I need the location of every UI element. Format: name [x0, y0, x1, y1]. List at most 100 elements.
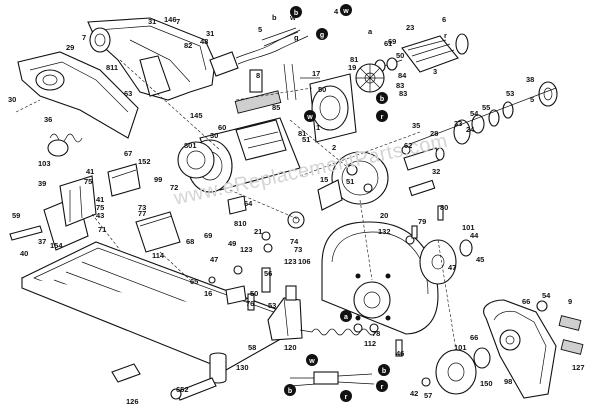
part-number-label: 74 — [290, 237, 299, 246]
part-number-label: 126 — [126, 397, 139, 406]
part-number-label: 120 — [284, 343, 297, 352]
part-number-label: w — [290, 13, 296, 22]
part-number-label: 54 — [470, 109, 479, 118]
svg-text:g: g — [320, 32, 324, 39]
part-number-label: 79 — [418, 217, 427, 226]
part-number-label: 76 — [246, 299, 255, 308]
part-number-label: 101 — [454, 343, 467, 352]
part-number-label: r — [444, 31, 447, 40]
part-number-label: 103 — [38, 159, 51, 168]
svg-text:w: w — [306, 114, 313, 121]
spring — [47, 133, 83, 157]
part-number-label: 810 — [234, 219, 247, 228]
wire-tag: b — [284, 384, 296, 396]
part-number-label: 49 — [228, 239, 237, 248]
part-number-label: 811 — [106, 63, 119, 72]
wire-tag: a — [340, 310, 352, 322]
part-number-label: 145 — [190, 111, 203, 120]
wire-tag: w — [306, 354, 318, 366]
part-number-label: 68 — [186, 237, 195, 246]
arm-housing — [87, 17, 216, 101]
wiring-harness — [289, 371, 375, 387]
part-number-label: 152 — [138, 157, 151, 166]
part-number-label: 5 — [258, 25, 263, 34]
part-number-label: 53 — [268, 301, 277, 310]
part-number-label: 33 — [454, 119, 463, 128]
part-number-label: 31 — [206, 29, 215, 38]
part-number-label: 73 — [138, 203, 147, 212]
part-number-label: 75 — [84, 177, 93, 186]
field-stator — [309, 73, 357, 143]
bracket — [107, 163, 141, 197]
spindle — [401, 145, 445, 197]
wire-tag: r — [376, 110, 388, 122]
part-number-label: 72 — [170, 183, 179, 192]
part-number-label: 24 — [466, 125, 475, 134]
part-number-label: 28 — [430, 129, 439, 138]
part-number-label: 46 — [396, 349, 405, 358]
part-number-label: 50 — [396, 51, 405, 60]
pivot-arm — [267, 285, 303, 341]
svg-text:r: r — [381, 114, 384, 121]
part-number-label: 98 — [504, 377, 513, 386]
foot-pad — [111, 363, 141, 383]
part-number-label: 106 — [298, 257, 311, 266]
part-number-label: 112 — [364, 339, 377, 348]
part-number-label: 101 — [462, 223, 475, 232]
part-number-label: 47 — [210, 255, 219, 264]
part-number-label: 150 — [480, 379, 493, 388]
part-number-label: 6 — [442, 15, 447, 24]
clamp-cylinder — [209, 352, 227, 384]
svg-text:b: b — [288, 388, 292, 395]
part-number-label: 41 — [86, 167, 95, 176]
wrench — [170, 377, 217, 401]
part-number-label: 154 — [50, 241, 63, 250]
part-number-label: 63 — [124, 89, 133, 98]
part-number-label: 51 — [302, 135, 311, 144]
part-number-label: 57 — [424, 391, 433, 400]
brush-parts — [234, 63, 320, 114]
part-number-label: 43 — [96, 211, 105, 220]
wire-tags: b w g b r w b r a w b r — [284, 4, 390, 402]
part-number-label: 85 — [272, 103, 281, 112]
part-number-label: 55 — [482, 103, 491, 112]
part-number-label: 99 — [154, 175, 163, 184]
gear-housing — [317, 151, 389, 211]
svg-text:b: b — [382, 368, 386, 375]
upper-guard — [17, 51, 139, 139]
part-number-label: 51 — [346, 177, 355, 186]
part-number-label: 35 — [412, 121, 421, 130]
part-number-label: 54 — [542, 291, 551, 300]
part-number-label: 84 — [398, 71, 407, 80]
wire-tag: g — [316, 28, 328, 40]
part-number-label: 30 — [210, 131, 219, 140]
return-spring — [299, 328, 377, 336]
part-number-label: 20 — [380, 211, 389, 220]
chip-deflector — [135, 211, 181, 253]
part-number-label: 17 — [312, 69, 321, 78]
part-number-label: 83 — [396, 81, 405, 90]
part-number-label: 81 — [298, 129, 307, 138]
part-number-label: 40 — [20, 249, 29, 258]
part-number-label: 652 — [176, 385, 189, 394]
part-number-label: 1 — [316, 123, 321, 132]
base — [20, 241, 302, 371]
part-number-label: 31 — [148, 17, 157, 26]
part-number-label: 132 — [378, 227, 391, 236]
assembly-lines — [15, 59, 457, 351]
part-number-label: 114 — [152, 251, 165, 260]
part-number-label: 69 — [388, 37, 397, 46]
part-number-label: 60 — [218, 123, 227, 132]
part-number-label: 47 — [448, 263, 457, 272]
part-number-label: 65 — [190, 277, 199, 286]
part-number-label: 123 — [240, 245, 253, 254]
part-number-label: 58 — [248, 343, 257, 352]
part-number-label: 83 — [399, 89, 408, 98]
part-number-label: 67 — [124, 149, 133, 158]
part-number-label: 38 — [526, 75, 535, 84]
part-number-label: 37 — [38, 237, 47, 246]
part-number-label: 81 — [350, 55, 359, 64]
part-number-label: 75 — [96, 203, 105, 212]
